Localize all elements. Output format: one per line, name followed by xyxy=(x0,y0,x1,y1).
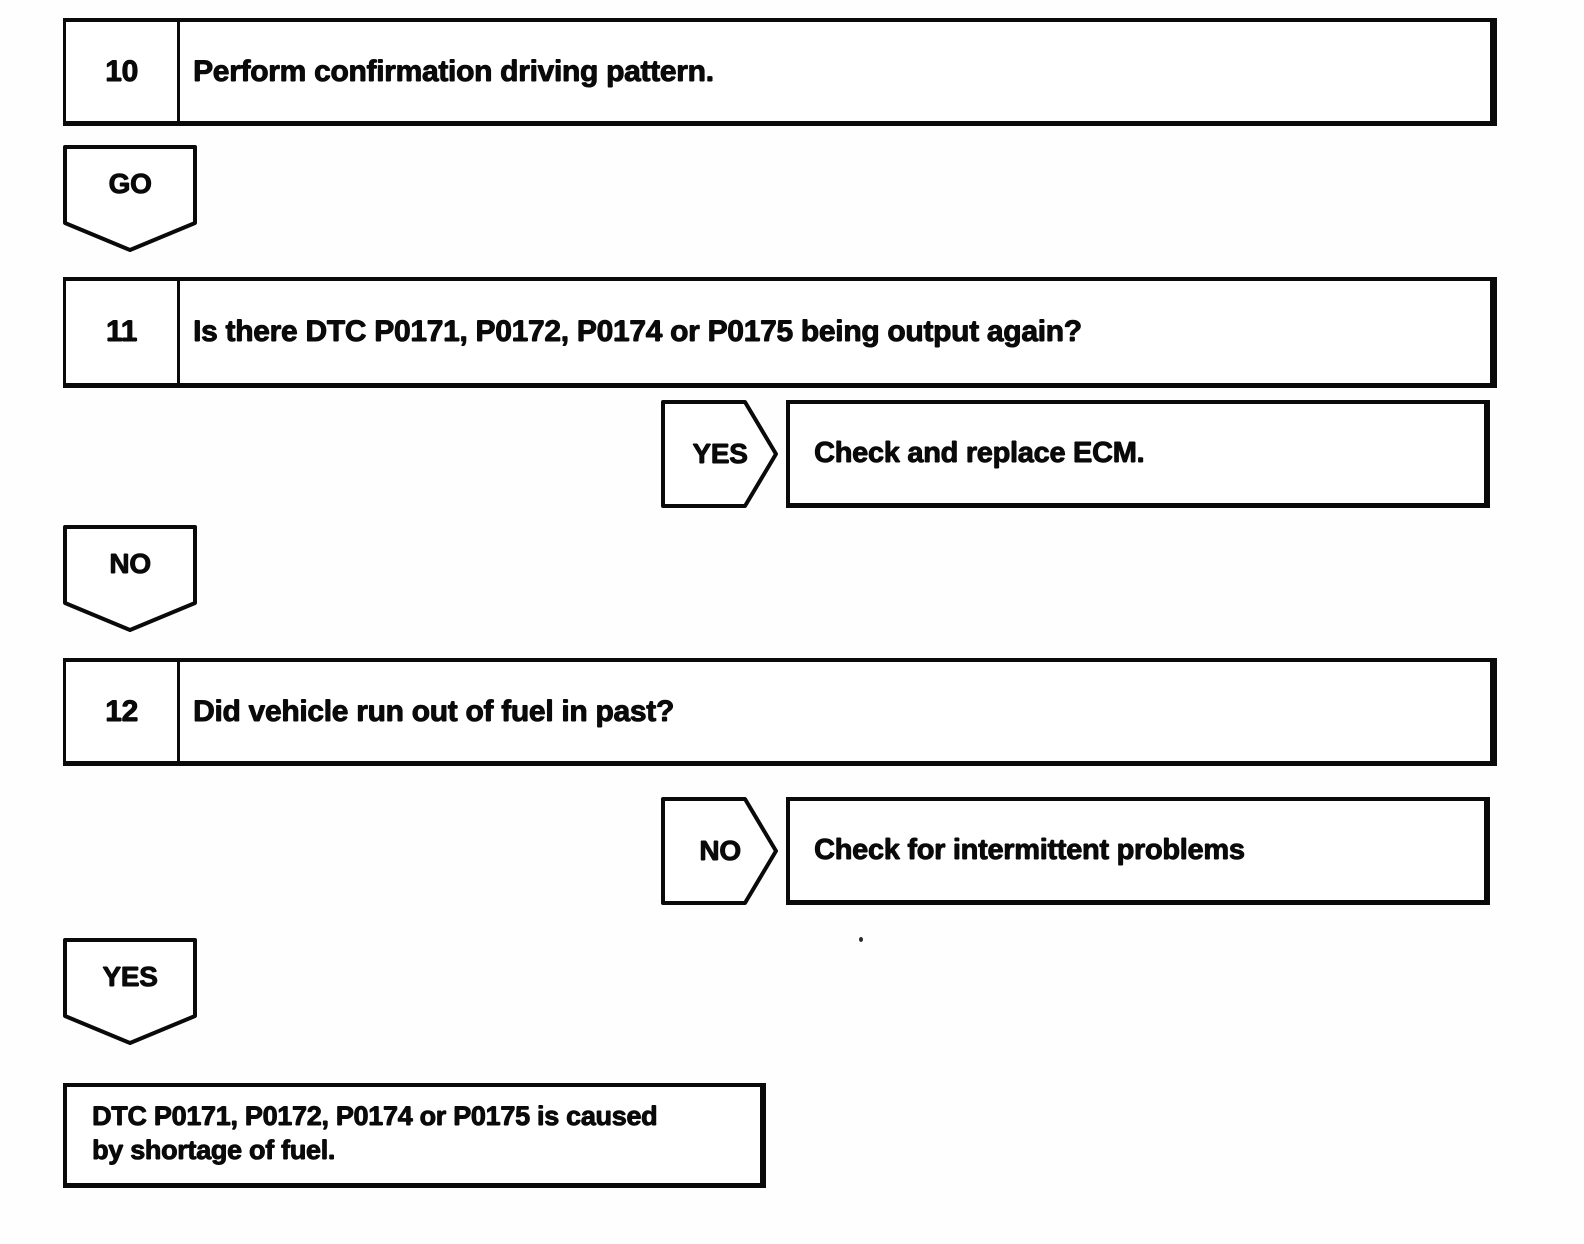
step-12-question: Did vehicle run out of fuel in past? xyxy=(193,694,674,728)
connector-go-down: GO xyxy=(63,145,197,253)
connector-go-label: GO xyxy=(108,168,152,199)
conclusion-box: DTC P0171, P0172, P0174 or P0175 is caus… xyxy=(63,1083,766,1188)
step-10-question: Perform confirmation driving pattern. xyxy=(193,54,714,88)
connector-yes-down: YES xyxy=(63,938,197,1046)
step-12-number: 12 xyxy=(66,662,180,761)
pentagon-down-icon xyxy=(63,145,197,252)
pentagon-right-icon xyxy=(661,797,778,905)
step-10-number: 10 xyxy=(66,22,180,121)
scan-artifact-dot xyxy=(859,937,863,942)
connector-yes-right: YES xyxy=(661,400,779,508)
connector-no-label: NO xyxy=(109,548,151,579)
connector-yes-label: YES xyxy=(692,438,748,469)
step-box-10: 10 Perform confirmation driving pattern. xyxy=(63,18,1497,126)
connector-no-right: NO xyxy=(661,797,779,905)
conclusion-line-1: DTC P0171, P0172, P0174 or P0175 is caus… xyxy=(92,1101,658,1131)
step-box-11: 11 Is there DTC P0171, P0172, P0174 or P… xyxy=(63,277,1497,388)
step-box-12: 12 Did vehicle run out of fuel in past? xyxy=(63,658,1497,766)
connector-yes-down-label: YES xyxy=(102,961,158,992)
step-11-number: 11 xyxy=(66,281,180,383)
step-11-question: Is there DTC P0171, P0172, P0174 or P017… xyxy=(193,315,1082,348)
pentagon-right-icon xyxy=(661,400,778,508)
pentagon-down-icon xyxy=(63,525,197,632)
result-box-ecm: Check and replace ECM. xyxy=(786,400,1490,508)
pentagon-down-icon xyxy=(63,938,197,1045)
result-box-intermittent: Check for intermittent problems xyxy=(786,797,1490,905)
connector-no-right-label: NO xyxy=(699,835,741,866)
conclusion-line-2: by shortage of fuel. xyxy=(92,1134,336,1165)
connector-no-down: NO xyxy=(63,525,197,633)
